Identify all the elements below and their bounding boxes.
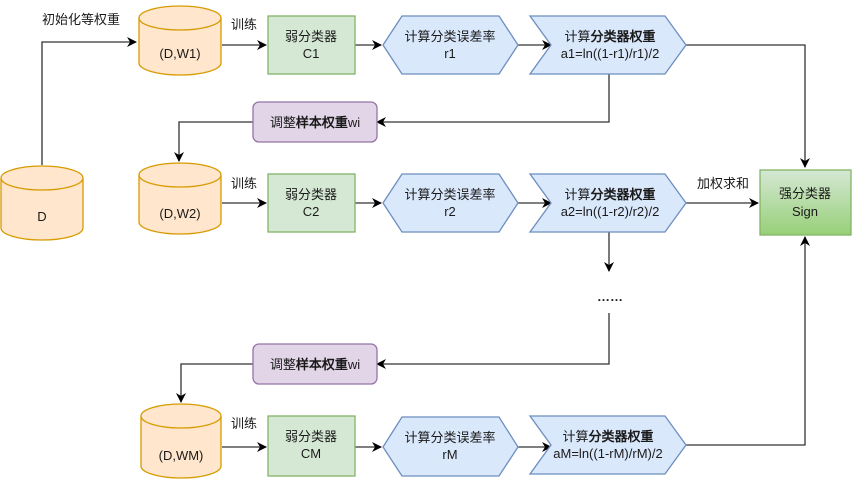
edge-adjust1-w2 xyxy=(174,121,253,162)
classifier-weight-a2-formula: a2=ln((1-r2)/r2)/2 xyxy=(561,204,660,219)
train-label-2: 训练 xyxy=(231,176,257,191)
strong-classifier-title: 强分类器 xyxy=(779,186,831,201)
edge-ellipsis-adjust2 xyxy=(376,313,610,369)
error-rate-rm-name: rM xyxy=(442,447,457,462)
train-label-m: 训练 xyxy=(231,416,257,431)
ellipsis: …… xyxy=(597,289,623,304)
error-rate-r2-name: r2 xyxy=(444,204,456,219)
strong-classifier-name: Sign xyxy=(792,204,818,219)
error-rate-r2[interactable]: 计算分类误差率 r2 xyxy=(382,173,519,233)
weak-classifier-cm-name: CM xyxy=(301,446,321,461)
adjust-weights-1-label: 调整样本权重wi xyxy=(270,115,360,130)
init-label: 初始化等权重 xyxy=(42,12,120,27)
dataset-w2-label: (D,W2) xyxy=(159,206,200,221)
edge-a1-sign xyxy=(686,44,810,168)
weak-classifier-cm[interactable]: 弱分类器 CM xyxy=(267,415,356,477)
strong-classifier-sign[interactable]: 强分类器 Sign xyxy=(759,169,852,236)
train-label-1: 训练 xyxy=(231,17,257,32)
classifier-weight-am[interactable]: 计算分类器权重 aM=ln((1-rM)/rM)/2 xyxy=(528,415,687,475)
edge-adjust2-wm xyxy=(176,363,253,403)
error-rate-r2-title: 计算分类误差率 xyxy=(404,187,495,202)
edge-a1-adjust1 xyxy=(376,74,610,127)
classifier-weight-a2-title: 计算分类器权重 xyxy=(564,187,655,202)
dataset-wm-cylinder[interactable]: (D,WM) xyxy=(140,403,222,479)
adjust-weights-2-label: 调整样本权重wi xyxy=(270,357,360,372)
weak-classifier-c2-title: 弱分类器 xyxy=(285,187,337,202)
dataset-w2-cylinder[interactable]: (D,W2) xyxy=(138,162,222,235)
classifier-weight-am-formula: aM=ln((1-rM)/rM)/2 xyxy=(553,446,662,461)
classifier-weight-a2[interactable]: 计算分类器权重 a2=ln((1-r2)/r2)/2 xyxy=(528,173,687,233)
error-rate-r1-title: 计算分类误差率 xyxy=(404,29,495,44)
sum-label: 加权求和 xyxy=(697,176,749,191)
dataset-d-cylinder[interactable]: D xyxy=(0,165,84,241)
dataset-wm-label: (D,WM) xyxy=(159,448,204,463)
classifier-weight-a1[interactable]: 计算分类器权重 a1=ln((1-r1)/r1)/2 xyxy=(528,15,687,75)
weak-classifier-c1-name: C1 xyxy=(303,46,320,61)
error-rate-r1[interactable]: 计算分类误差率 r1 xyxy=(382,15,519,75)
adjust-weights-2[interactable]: 调整样本权重wi xyxy=(252,343,378,385)
weak-classifier-c1-title: 弱分类器 xyxy=(285,29,337,44)
adjust-weights-1[interactable]: 调整样本权重wi xyxy=(252,101,378,143)
dataset-w1-cylinder[interactable]: (D,W1) xyxy=(138,5,222,76)
error-rate-r1-name: r1 xyxy=(444,46,456,61)
edges xyxy=(41,37,810,452)
classifier-weight-am-title: 计算分类器权重 xyxy=(562,429,653,444)
weak-classifier-c2-name: C2 xyxy=(303,204,320,219)
error-rate-rm-title: 计算分类误差率 xyxy=(404,430,495,445)
dataset-d-label: D xyxy=(37,209,46,224)
weak-classifier-c1[interactable]: 弱分类器 C1 xyxy=(267,15,356,75)
weak-classifier-cm-title: 弱分类器 xyxy=(285,429,337,444)
edge-am-sign xyxy=(686,236,810,446)
classifier-weight-a1-formula: a1=ln((1-r1)/r1)/2 xyxy=(561,46,660,61)
error-rate-rm[interactable]: 计算分类误差率 rM xyxy=(382,416,519,477)
dataset-w1-label: (D,W1) xyxy=(159,46,200,61)
edge-init xyxy=(41,37,137,165)
weak-classifier-c2[interactable]: 弱分类器 C2 xyxy=(267,173,356,233)
classifier-weight-a1-title: 计算分类器权重 xyxy=(564,29,655,44)
